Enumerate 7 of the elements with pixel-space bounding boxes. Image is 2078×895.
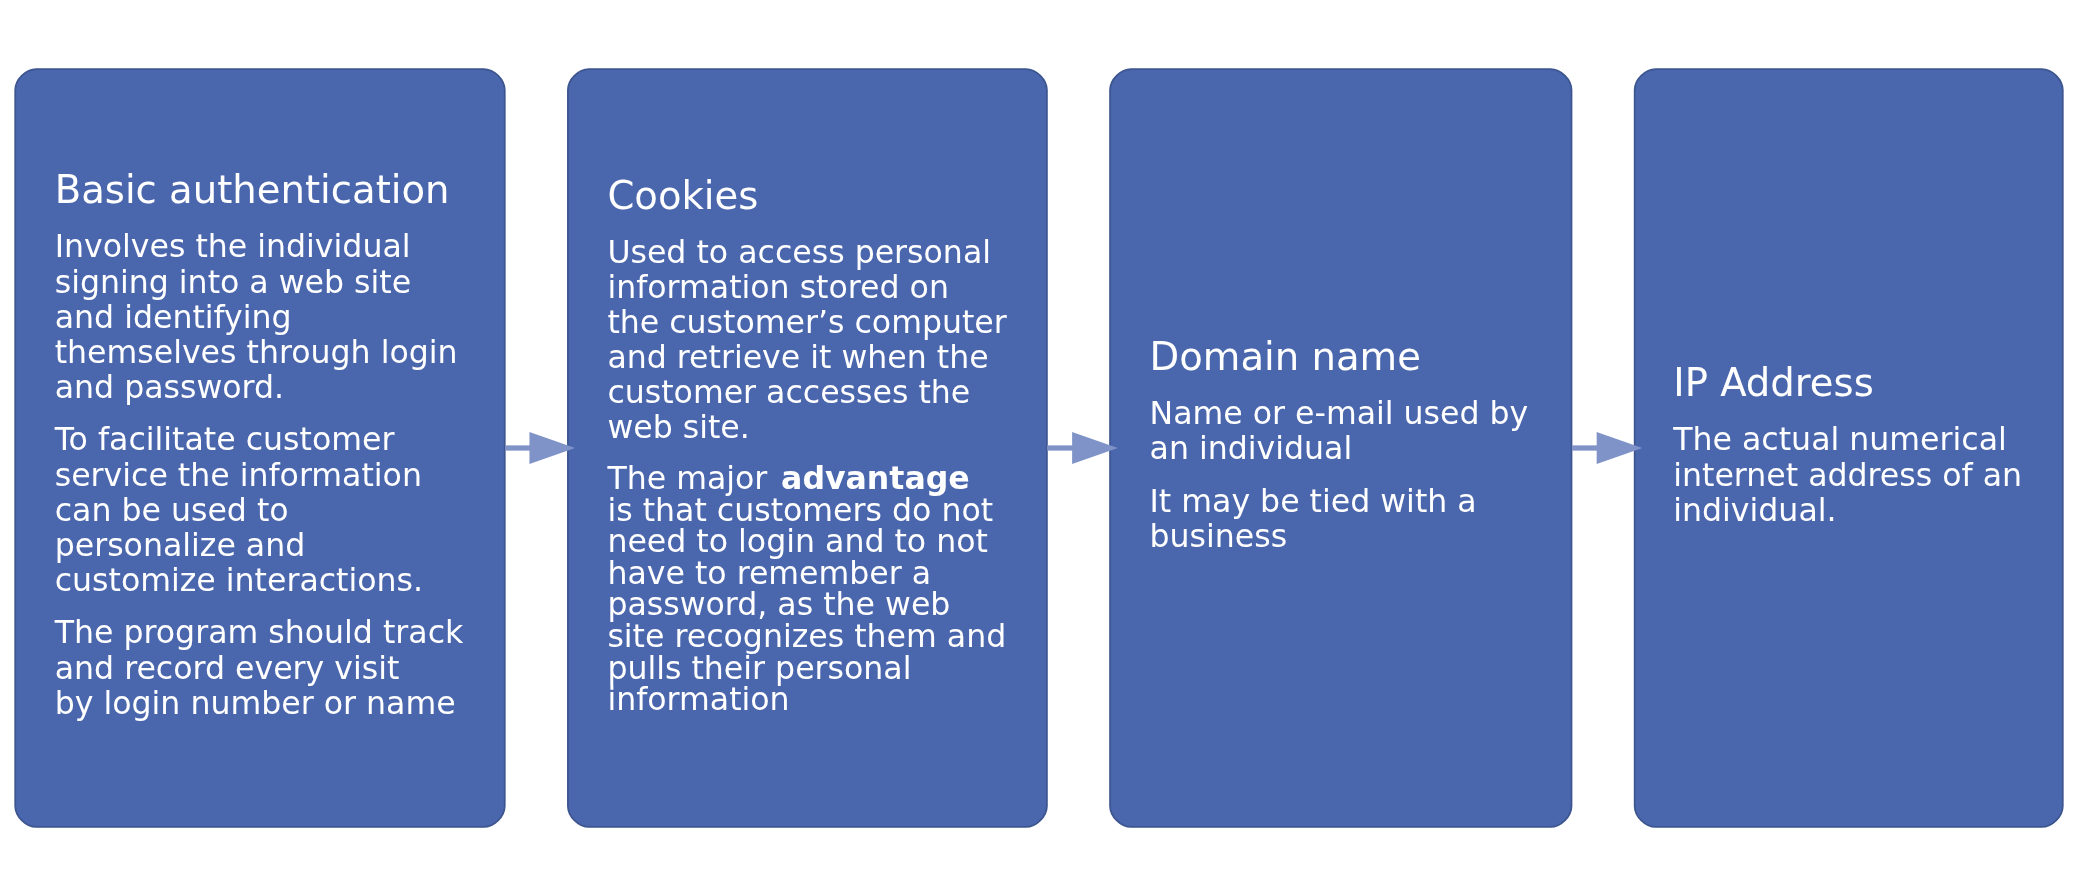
node-box: Cookies Used to access personal information stored on the customer’s computer and retrieve it when the customer accesses the web site. The major advantage is that customers do not need to login and to not have to remember a password, as the web site recognizes them and pulls their personal information [567,67,1048,828]
node-box: Basic authentication Involves the individual signing into a web site and identifying themselves through login and password. To facilitate customer service the information can be used to personalize and customize interactions. The program should track and record every visit by login number or name [14,67,506,828]
node-box: IP Address The actual numerical internet address of an individual. [1633,67,2064,828]
arrow [1571,431,1643,464]
arrow [1046,431,1118,464]
node-box: Domain name Name or e-mail used by an individual It may be tied with a business [1109,67,1573,828]
arrow [505,431,576,464]
